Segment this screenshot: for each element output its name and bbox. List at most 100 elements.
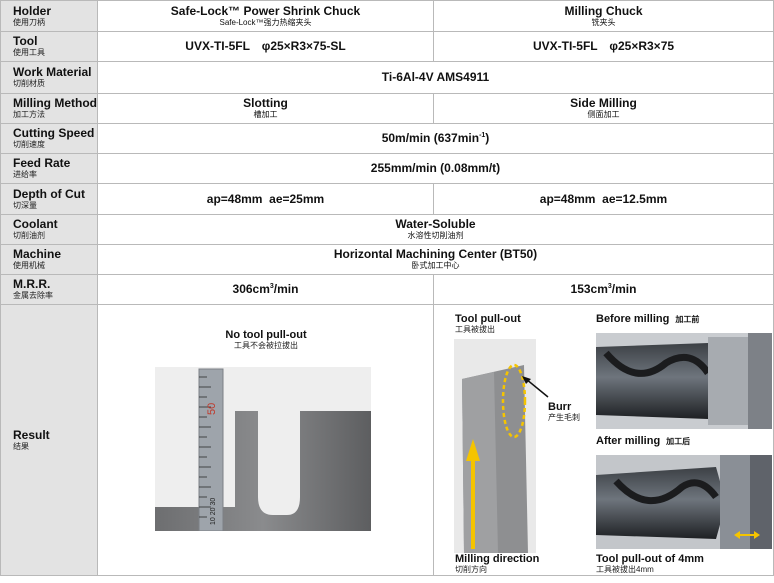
label-cn: 使用机械	[13, 261, 45, 270]
label-cn: 进给率	[13, 170, 37, 179]
value-tail: )	[485, 131, 490, 145]
value-sup: -1	[479, 132, 486, 139]
value-sup: 3	[607, 283, 612, 290]
value-main: Slotting	[243, 96, 288, 110]
value-main: Ti-6Al-4V AMS4911	[381, 70, 490, 84]
pullout-title: Tool pull-out	[455, 313, 521, 325]
side-milling-photo	[454, 339, 536, 553]
value-sub: 侧面加工	[587, 110, 620, 119]
cell-left: UVX-TI-5FL φ25×R3×75-SL	[97, 31, 434, 62]
value-sub: 铣夹头	[591, 17, 616, 27]
after-caption: After milling 加工后	[596, 435, 690, 448]
label-en: Result	[13, 427, 50, 442]
label-en: Depth of Cut	[13, 186, 85, 201]
value-main: 50m/min (637min	[381, 131, 480, 145]
label-cn: 使用刀柄	[13, 17, 45, 27]
label-en: Holder	[13, 3, 52, 18]
no-pullout-title: No tool pull-out	[225, 329, 307, 341]
before-label: Before milling	[596, 313, 670, 325]
cell-right: ap=48mm ae=12.5mm	[433, 183, 774, 215]
value-main: Water-Soluble	[395, 217, 476, 231]
value-sub: Safe-Lock™强力热缩夹头	[219, 17, 312, 27]
value-main: UVX-TI-5FL φ25×R3×75-SL	[185, 39, 346, 53]
pullout-amount-label: Tool pull-out of 4mm	[596, 553, 704, 565]
label-en: M.R.R.	[13, 277, 51, 291]
label-en: Feed Rate	[13, 156, 71, 170]
tool-after-photo	[596, 455, 772, 549]
value-tail: /min	[273, 282, 299, 296]
value-main: ap=48mm ae=12.5mm	[539, 191, 668, 206]
result-right: Tool pull-out 工具被拔出 Burr 产生毛	[433, 304, 774, 576]
before-label-cn: 加工前	[675, 315, 700, 324]
burr-caption: Burr 产生毛刺	[548, 401, 580, 423]
label-cn: 切削材质	[13, 79, 45, 88]
value-sub: 水溶性切削油剂	[407, 231, 464, 240]
pullout-amount-caption: Tool pull-out of 4mm 工具被拔出4mm	[596, 553, 704, 575]
result-left: No tool pull-out 工具不会被拉拔出	[97, 304, 434, 576]
value-main: 255mm/min (0.08mm/t)	[370, 161, 501, 175]
label-en: Coolant	[13, 217, 58, 231]
label-en: Milling Method	[13, 96, 97, 110]
after-label-cn: 加工后	[666, 437, 691, 446]
label-en: Machine	[13, 247, 62, 261]
after-label: After milling	[596, 435, 661, 447]
cell-span: Horizontal Machining Center (BT50)卧式加工中心	[97, 244, 774, 275]
cell-left: ap=48mm ae=25mm	[97, 183, 434, 215]
label-cn: 使用工具	[13, 48, 45, 57]
cell-span: 255mm/min (0.08mm/t)	[97, 153, 774, 184]
label-cn: 加工方法	[13, 110, 45, 119]
cell-right: UVX-TI-5FL φ25×R3×75	[433, 31, 774, 62]
pullout-title-cn: 工具被拔出	[455, 325, 495, 334]
label-en: Work Material	[13, 65, 92, 79]
value-tail: /min	[611, 282, 637, 296]
pullout-amount-label-cn: 工具被拔出4mm	[596, 565, 654, 574]
value-sup: 3	[269, 283, 274, 290]
ruler-number: 50	[206, 403, 218, 415]
value-sub: 卧式加工中心	[411, 261, 460, 270]
label-en: Cutting Speed	[13, 126, 95, 140]
pullout-caption: Tool pull-out 工具被拔出	[455, 313, 521, 335]
cell-span: 50m/min (637min-1)	[97, 123, 774, 154]
milling-direction-caption: Milling direction 切削方向	[455, 553, 539, 575]
burr-label: Burr	[548, 401, 572, 413]
burr-arrow-icon	[522, 376, 549, 398]
milling-direction-label-cn: 切削方向	[455, 565, 487, 574]
value-main: Horizontal Machining Center (BT50)	[333, 247, 538, 261]
value-main: Safe-Lock™ Power Shrink Chuck	[170, 3, 361, 18]
no-pullout-caption: No tool pull-out 工具不会被拉拔出	[98, 329, 434, 351]
label-cn: 切深量	[13, 200, 37, 210]
cell-span: Ti-6Al-4V AMS4911	[97, 61, 774, 94]
label-cn: 切削速度	[13, 140, 45, 149]
value-main: 306cm	[232, 282, 270, 296]
value-main: Milling Chuck	[564, 3, 643, 18]
burr-label-cn: 产生毛刺	[548, 413, 580, 422]
value-main: Side Milling	[570, 96, 637, 110]
label-cn: 切削油剂	[13, 231, 45, 240]
value-main: UVX-TI-5FL φ25×R3×75	[532, 39, 675, 53]
no-pullout-title-cn: 工具不会被拉拔出	[234, 341, 298, 350]
label-cn: 金属去除率	[13, 291, 53, 300]
value-main: 153cm	[570, 282, 608, 296]
row-label: M.R.R.金属去除率	[0, 274, 98, 305]
cell-left: 306cm3/min	[97, 274, 434, 305]
